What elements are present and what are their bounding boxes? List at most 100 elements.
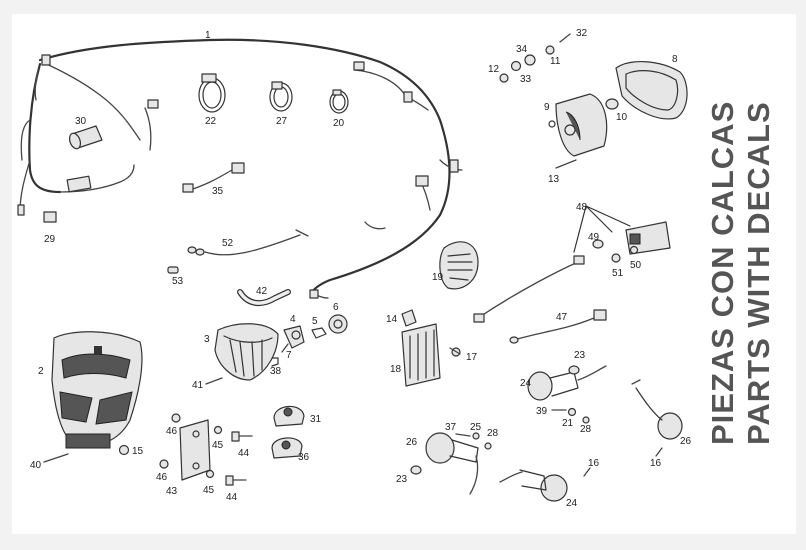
callout-51: 51 <box>612 268 624 279</box>
callout-32: 32 <box>576 28 588 39</box>
nut-46a <box>171 413 181 423</box>
callout-28b: 28 <box>580 424 592 435</box>
connector-cable-35 <box>182 162 245 193</box>
headlight-part <box>214 323 279 381</box>
callout-27: 27 <box>276 116 288 127</box>
callout-labels: 1 2 3 4 5 6 7 8 9 10 11 12 13 14 15 16 1… <box>30 28 692 509</box>
callout-25: 25 <box>470 422 482 433</box>
nut-28b <box>582 416 590 424</box>
callout-23a: 23 <box>574 350 586 361</box>
fuse-part <box>43 211 57 223</box>
callout-29: 29 <box>44 234 56 245</box>
connector-cable-52 <box>187 229 309 256</box>
front-shield-part <box>51 331 143 449</box>
callout-35: 35 <box>212 186 224 197</box>
callout-24b: 24 <box>566 498 578 509</box>
washer-45b <box>205 469 215 479</box>
washer-45a <box>213 425 223 435</box>
callout-16b: 16 <box>650 458 662 469</box>
callout-50: 50 <box>630 260 642 271</box>
callout-39: 39 <box>536 406 548 417</box>
screw-13 <box>555 159 577 169</box>
callout-36: 36 <box>298 452 310 463</box>
nut-34 <box>524 54 536 66</box>
callout-22: 22 <box>205 116 217 127</box>
washer-50 <box>629 245 639 255</box>
callout-13: 13 <box>548 174 560 185</box>
bulb-holder-6 <box>328 314 348 334</box>
horn-36 <box>271 437 303 459</box>
callout-1: 1 <box>205 30 211 41</box>
washer-33 <box>510 60 522 72</box>
callout-8: 8 <box>672 54 678 65</box>
turn-signal-26a <box>425 432 479 495</box>
callout-37: 37 <box>445 422 457 433</box>
bracket-43 <box>179 419 211 481</box>
callout-2: 2 <box>38 366 44 377</box>
callout-14: 14 <box>386 314 398 325</box>
callout-46a: 46 <box>166 426 178 437</box>
turn-signal-24b <box>499 469 568 502</box>
callout-30: 30 <box>75 116 87 127</box>
callout-45a: 45 <box>212 440 224 451</box>
wiring-harness <box>17 38 463 299</box>
callout-46b: 46 <box>156 472 168 483</box>
bulb-socket-part <box>281 325 305 353</box>
decal-notice-line-2: PARTS WITH DECALS <box>741 101 776 445</box>
callout-16a: 16 <box>588 458 600 469</box>
turn-signal-26b <box>631 379 683 440</box>
callout-47: 47 <box>556 312 568 323</box>
callout-53: 53 <box>172 276 184 287</box>
callout-41: 41 <box>192 380 204 391</box>
callout-40: 40 <box>30 460 42 471</box>
washer-25 <box>472 432 480 440</box>
callout-48: 48 <box>576 202 588 213</box>
screw-37 <box>455 433 471 437</box>
screw-40 <box>43 453 69 463</box>
callout-7: 7 <box>286 350 292 361</box>
callout-20: 20 <box>333 118 345 129</box>
callout-21: 21 <box>562 418 574 429</box>
bolt-44b <box>225 475 247 486</box>
connector-cable-47 <box>509 309 607 344</box>
clip-38 <box>271 357 279 367</box>
callout-3: 3 <box>204 334 210 345</box>
taillight-housing-9 <box>548 93 608 157</box>
horn-31 <box>273 405 305 427</box>
callout-26a: 26 <box>406 437 418 448</box>
callout-24a: 24 <box>520 378 532 389</box>
callout-44b: 44 <box>226 492 238 503</box>
callout-42: 42 <box>256 286 268 297</box>
clip-14 <box>401 309 417 327</box>
callout-26b: 26 <box>680 436 692 447</box>
rubber-cap-part <box>68 125 103 150</box>
terminal-53 <box>167 266 179 274</box>
screw-32 <box>559 33 571 43</box>
callout-11: 11 <box>550 56 561 67</box>
bulb-23a <box>568 365 580 375</box>
callout-33: 33 <box>520 74 532 85</box>
callout-43: 43 <box>166 486 178 497</box>
bolt-44a <box>231 431 253 442</box>
decal-notice: PIEZAS CON CALCAS PARTS WITH DECALS <box>705 101 776 445</box>
callout-31: 31 <box>310 414 322 425</box>
callout-15: 15 <box>132 446 144 457</box>
bulb-10 <box>605 98 619 110</box>
nut-12 <box>499 73 509 83</box>
decal-notice-line-1: PIEZAS CON CALCAS <box>705 101 740 445</box>
callout-10: 10 <box>616 112 628 123</box>
callout-28a: 28 <box>487 428 499 439</box>
callout-19: 19 <box>432 272 444 283</box>
callout-12: 12 <box>488 64 500 75</box>
callout-17: 17 <box>466 352 478 363</box>
nut-15 <box>118 444 130 456</box>
clamp-22 <box>198 73 226 113</box>
callout-49: 49 <box>588 232 600 243</box>
turn-signal-24a <box>527 365 607 401</box>
rear-light-48 <box>473 205 671 323</box>
bolt-17 <box>449 347 461 357</box>
washer-11 <box>545 45 555 55</box>
screw-16b <box>655 447 663 457</box>
